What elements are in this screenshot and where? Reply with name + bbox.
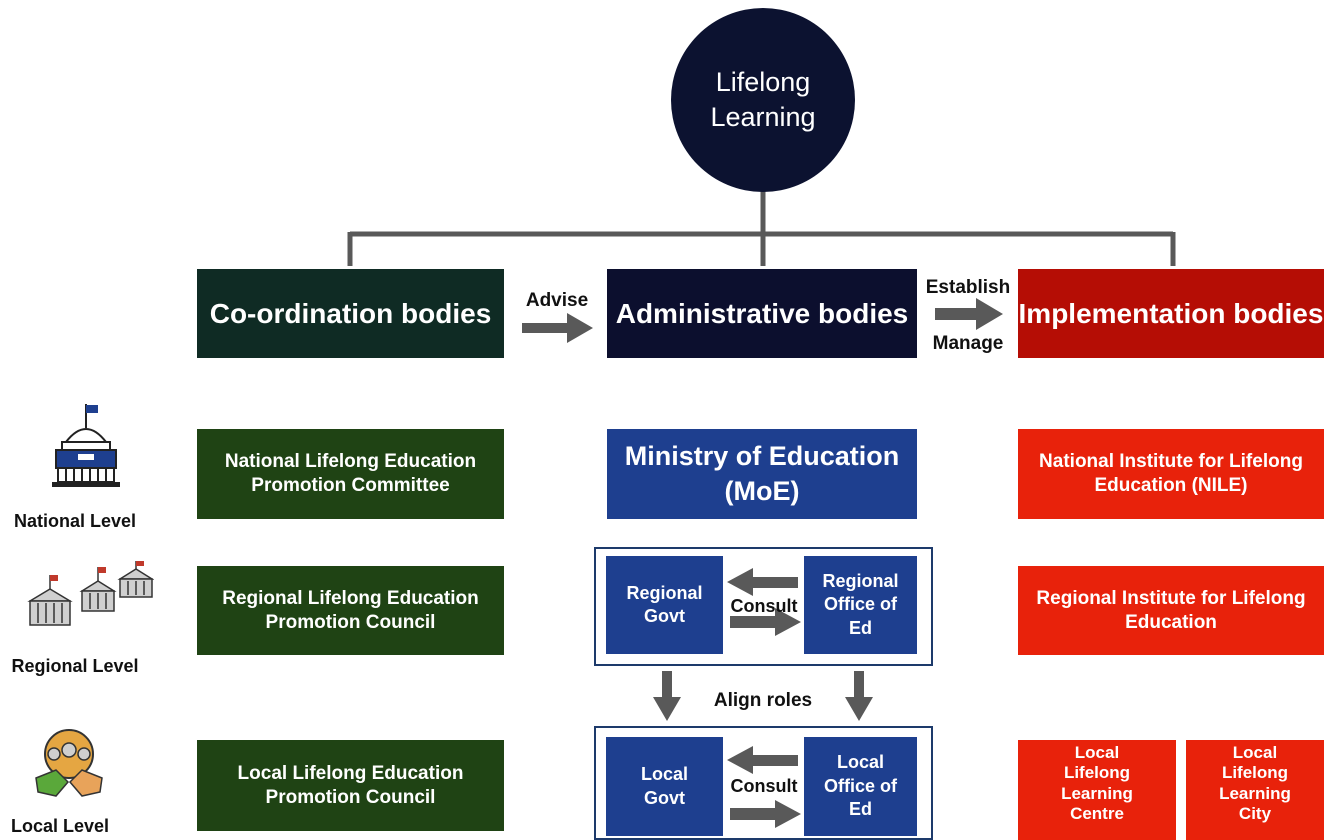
national-coordination-box: National Lifelong Education Promotion Co…	[197, 429, 504, 519]
local-consult-label: Consult	[730, 776, 798, 796]
local-office-box: Local Office of Ed	[804, 737, 917, 836]
implementation-header: Implementation bodies	[1018, 269, 1324, 358]
national-level-icon	[48, 402, 124, 488]
regional-implementation-box: Regional Institute for Lifelong Educatio…	[1018, 566, 1324, 655]
regional-consult-right-arrow	[730, 608, 801, 636]
local-consult-right-arrow	[730, 800, 801, 828]
local-consult-left-arrow	[727, 746, 798, 774]
coordination-header: Co-ordination bodies	[197, 269, 504, 358]
manage-label: Manage	[932, 333, 1004, 354]
local-admin-frame	[594, 726, 933, 840]
ministry-of-education-box: Ministry of Education (MoE)	[607, 429, 917, 519]
implementation-header-label: Implementation bodies	[1018, 298, 1324, 329]
regional-level-label: Regional Level	[11, 656, 139, 676]
local-learning-city-box: Local Lifelong Learning City	[1186, 740, 1324, 840]
local-learning-centre-box: Local Lifelong Learning Centre	[1018, 740, 1176, 840]
regional-coordination-box: Regional Lifelong Education Promotion Co…	[197, 566, 504, 655]
align-right-arrow	[845, 671, 873, 721]
regional-level-icon	[22, 561, 155, 631]
root-circle: Lifelong Learning	[671, 8, 855, 192]
root-label: Lifelong Learning	[710, 66, 816, 132]
local-level-icon	[34, 726, 104, 800]
regional-office-box: Regional Office of Ed	[804, 556, 917, 654]
establish-label: Establish	[925, 277, 1011, 298]
establish-manage-arrow	[935, 298, 1003, 330]
national-level-label: National Level	[13, 511, 137, 531]
local-level-label: Local Level	[10, 816, 110, 836]
coordination-header-label: Co-ordination bodies	[209, 298, 492, 329]
administrative-header: Administrative bodies	[607, 269, 917, 358]
national-implementation-box: National Institute for Lifelong Educatio…	[1018, 429, 1324, 519]
regional-consult-left-arrow	[727, 568, 798, 596]
align-roles-label: Align roles	[713, 690, 813, 711]
local-coordination-box: Local Lifelong Education Promotion Counc…	[197, 740, 504, 831]
regional-consult-label: Consult	[730, 596, 798, 616]
advise-label: Advise	[525, 290, 589, 311]
regional-govt-box: Regional Govt	[606, 556, 723, 654]
administrative-header-label: Administrative bodies	[615, 298, 909, 329]
align-left-arrow	[653, 671, 681, 721]
regional-admin-frame	[594, 547, 933, 666]
advise-arrow	[522, 313, 593, 343]
local-govt-box: Local Govt	[606, 737, 723, 836]
